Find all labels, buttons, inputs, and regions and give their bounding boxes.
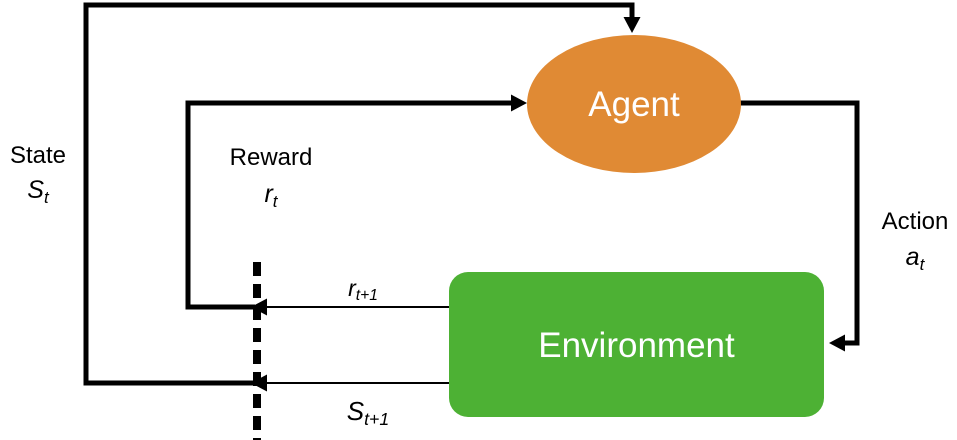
arrowhead-into-agent-left bbox=[511, 94, 527, 112]
environment-node bbox=[449, 272, 824, 417]
state-next-symbol: S bbox=[346, 396, 365, 426]
action-subscript: t bbox=[919, 254, 925, 274]
reward-subscript: t bbox=[272, 191, 278, 211]
action-path bbox=[740, 100, 860, 346]
state-next-label: St+1 bbox=[308, 396, 428, 428]
state-symbol: S bbox=[27, 176, 44, 204]
state-next-subscript: t+1 bbox=[364, 408, 390, 429]
environment-node-label: Environment bbox=[538, 326, 735, 365]
state-loop-path bbox=[83, 2, 635, 386]
arrowheads bbox=[251, 17, 845, 392]
state-symbol-label: St bbox=[0, 176, 76, 206]
arrowhead-reward-at-boundary bbox=[251, 298, 267, 316]
reward-loop-path bbox=[185, 100, 512, 310]
reward-symbol-label: rt bbox=[211, 180, 331, 210]
reward-word-label: Reward bbox=[229, 144, 313, 171]
reward-next-symbol: r bbox=[348, 275, 356, 301]
action-symbol: a bbox=[905, 243, 920, 271]
arrowhead-state-at-boundary bbox=[251, 374, 267, 392]
state-subscript: t bbox=[43, 187, 49, 207]
reward-symbol: r bbox=[264, 180, 273, 208]
arrowhead-into-agent-top bbox=[623, 17, 641, 33]
reward-next-subscript: t+1 bbox=[355, 287, 378, 305]
agent-node-label: Agent bbox=[588, 85, 680, 124]
agent-node bbox=[527, 35, 741, 173]
action-symbol-label: at bbox=[865, 243, 957, 273]
action-word-label: Action bbox=[881, 208, 949, 235]
diagram-lines bbox=[83, 2, 860, 440]
arrowhead-into-environment bbox=[829, 334, 845, 352]
reward-next-label: rt+1 bbox=[308, 275, 418, 304]
state-word-label: State bbox=[9, 142, 67, 169]
